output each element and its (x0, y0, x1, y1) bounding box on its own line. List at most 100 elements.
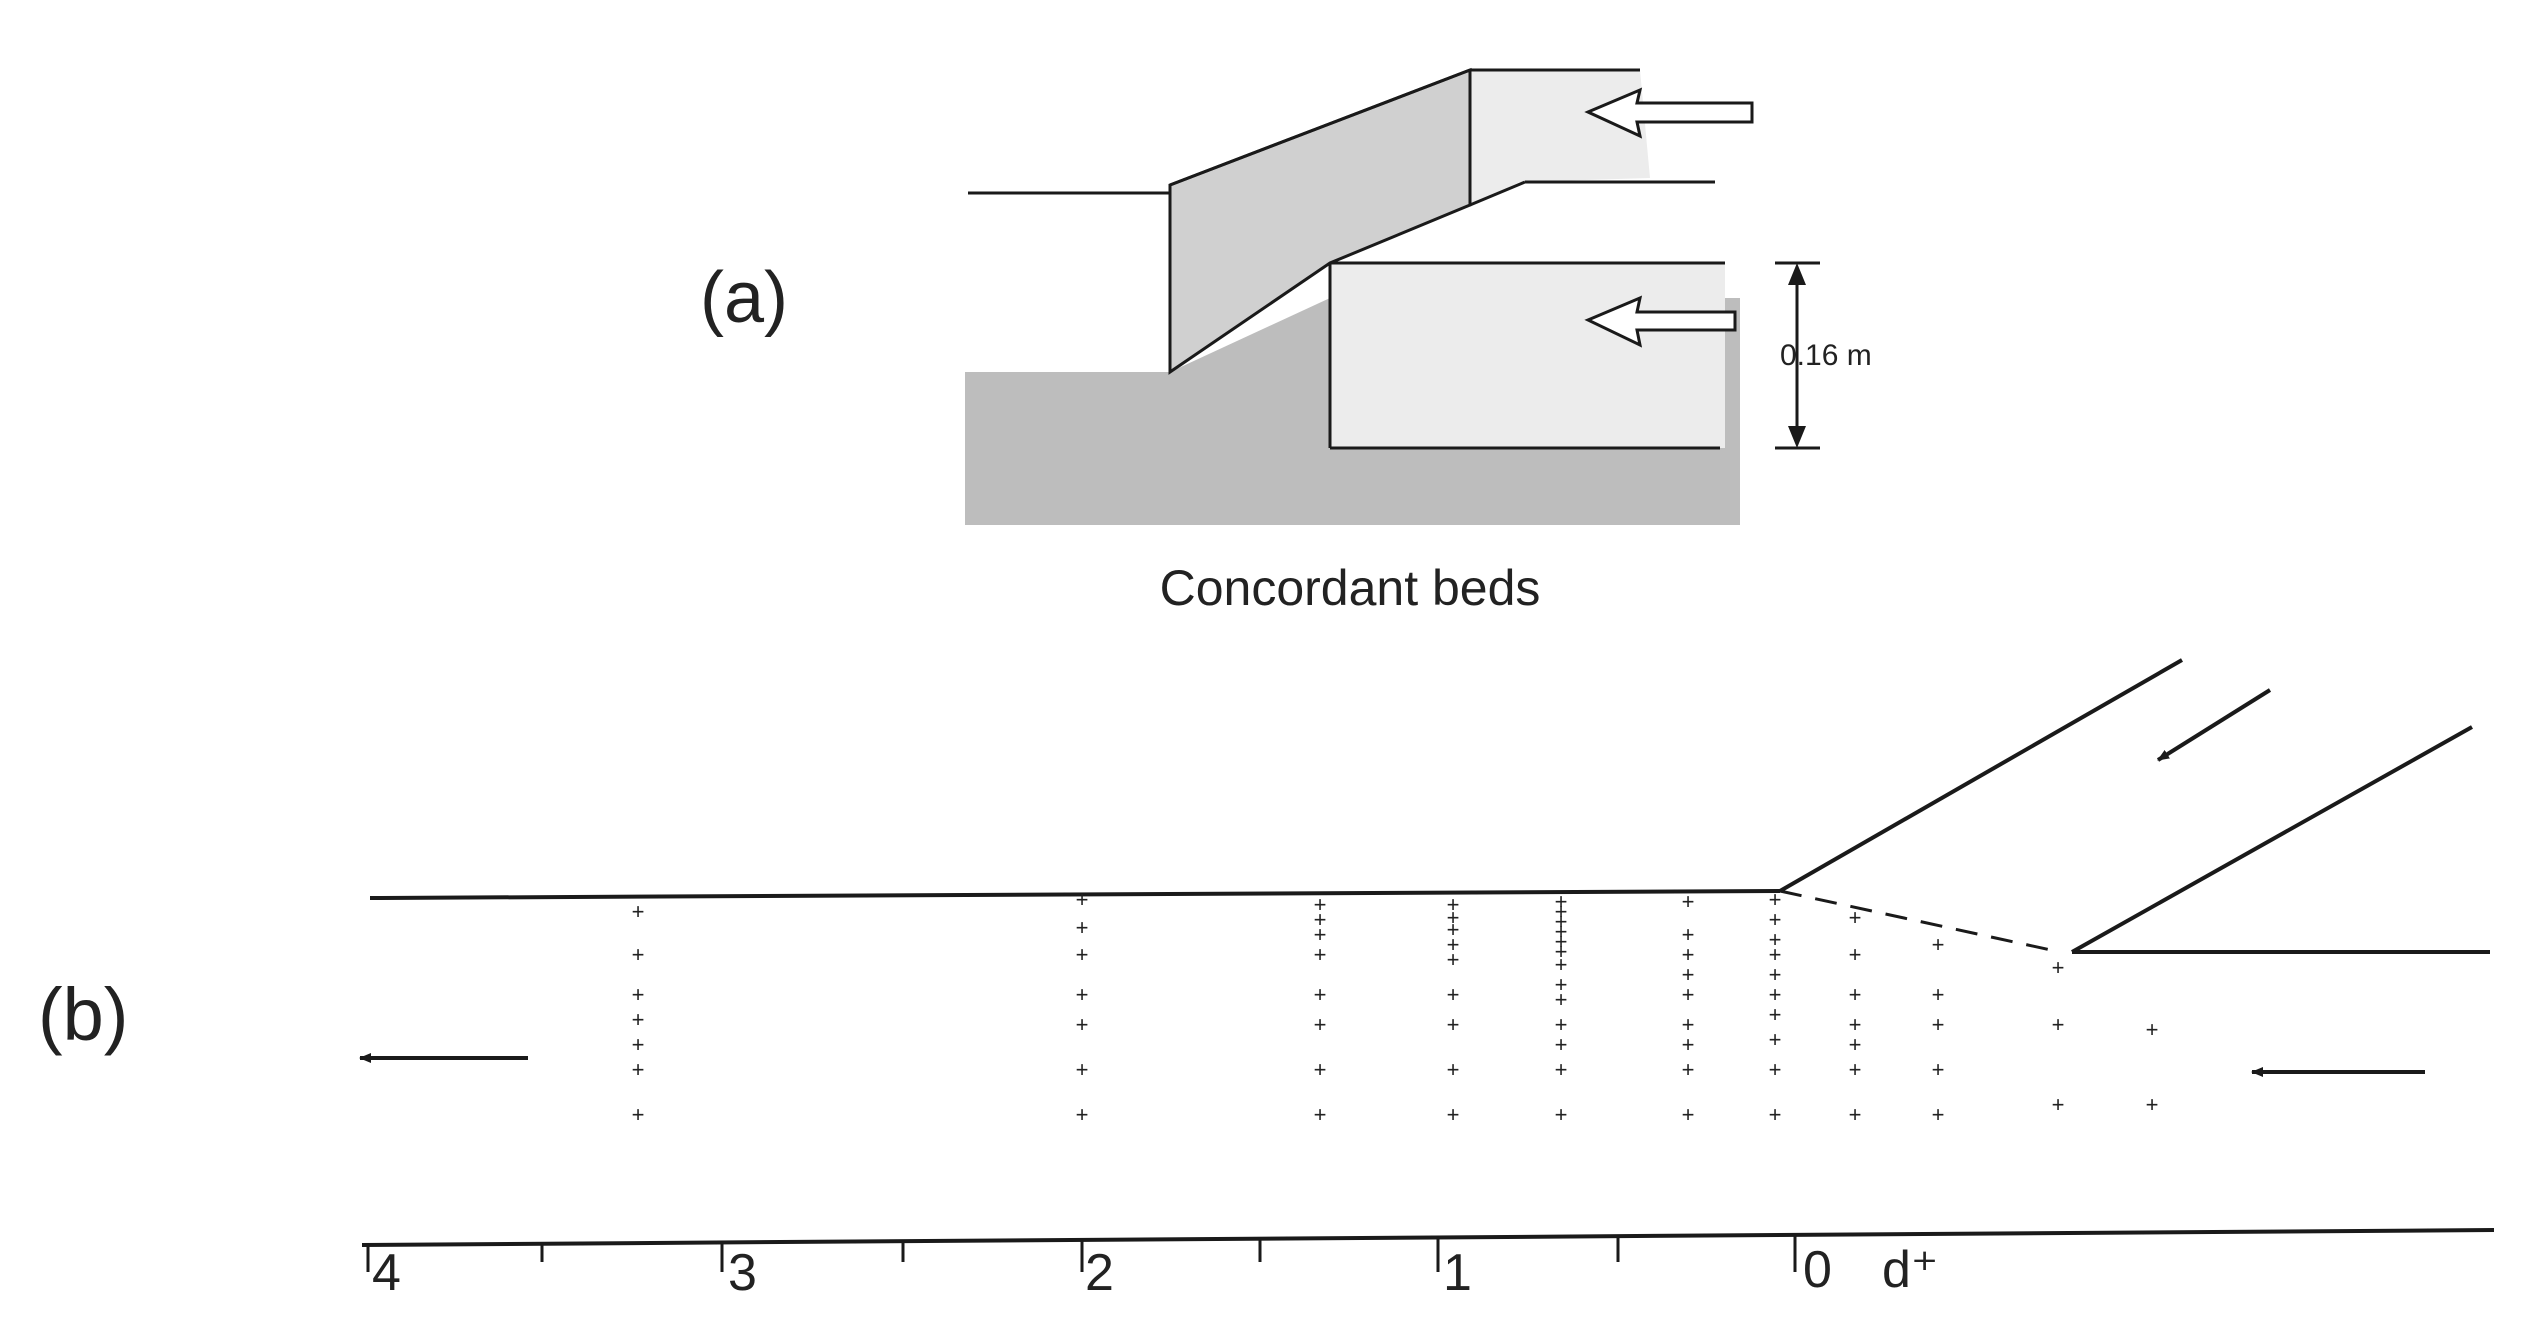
measurement-point: + (2146, 1092, 2159, 1117)
measurement-point: + (1932, 1057, 1945, 1082)
measurement-point: + (1932, 982, 1945, 1007)
measurement-point: + (1314, 1057, 1327, 1082)
channel-walls (361, 658, 2495, 1247)
dimension-label: 0.16 m (1780, 339, 1872, 372)
measurement-point: + (1076, 982, 1089, 1007)
measurement-point: + (1849, 1032, 1862, 1057)
measurement-point: + (1447, 905, 1460, 930)
measurement-point: + (1314, 1102, 1327, 1127)
lower-channel (1330, 263, 1725, 448)
measurement-point: + (1849, 982, 1862, 1007)
measurement-point: + (1076, 1102, 1089, 1127)
panel-a-label: (a) (700, 258, 788, 338)
measurement-point: + (1555, 1032, 1568, 1057)
axis-tick-label-4: 4 (372, 1244, 401, 1302)
measurement-point: + (1849, 1102, 1862, 1127)
axis-tick-label-3: 3 (728, 1244, 757, 1302)
main-channel-bottom-wall (361, 1228, 2495, 1247)
dimension-arrow-down-icon (1788, 426, 1806, 448)
measurement-point: + (1682, 922, 1695, 947)
measurement-point: + (632, 1032, 645, 1057)
measurement-point: + (632, 1057, 645, 1082)
measurement-point: + (1314, 892, 1327, 917)
measurement-point: + (1076, 1012, 1089, 1037)
measurement-point: + (1682, 942, 1695, 967)
measurement-point: + (1076, 1057, 1089, 1082)
measurement-point: + (1447, 982, 1460, 1007)
measurement-point: + (1769, 907, 1782, 932)
axis-unit-label: d⁺ (1882, 1241, 1938, 1299)
measurement-point: + (1555, 889, 1568, 914)
measurement-point: + (1555, 909, 1568, 934)
measurement-point: + (1447, 892, 1460, 917)
measurement-point: + (1769, 942, 1782, 967)
panel-b-label: (b) (38, 973, 128, 1056)
measurement-point: + (632, 1007, 645, 1032)
measurement-point: + (1314, 922, 1327, 947)
measurement-point: + (2052, 955, 2065, 980)
distance-axis (366, 1236, 1797, 1272)
measurement-point: + (1769, 982, 1782, 1007)
measurement-point: + (1555, 972, 1568, 997)
measurement-point: + (1932, 1012, 1945, 1037)
measurement-point: + (1447, 1057, 1460, 1082)
measurement-point: + (632, 942, 645, 967)
tributary-inflow-arrow-icon (2156, 688, 2272, 762)
dimension-arrow-up-icon (1788, 263, 1806, 285)
measurement-point: + (1447, 1012, 1460, 1037)
axis-tick-label-1: 1 (1443, 1244, 1472, 1302)
measurement-point: + (1769, 1102, 1782, 1127)
measurement-point: + (2052, 1092, 2065, 1117)
main-channel-top-wall (369, 889, 1781, 900)
measurement-point: + (2146, 1017, 2159, 1042)
measurement-point: + (1682, 889, 1695, 914)
measurement-points: ++++++++++++++++++++++++++++++++++++++++… (632, 887, 2159, 1127)
measurement-point: + (1682, 1102, 1695, 1127)
measurement-point: + (1849, 1057, 1862, 1082)
measurement-point: + (1555, 899, 1568, 924)
measurement-point: + (1849, 905, 1862, 930)
measurement-point: + (1447, 947, 1460, 972)
measurement-point: + (1555, 987, 1568, 1012)
measurement-point: + (2052, 1012, 2065, 1037)
upper-hollow-arrow-icon (1584, 87, 1754, 139)
measurement-point: + (1682, 1032, 1695, 1057)
measurement-point: + (632, 899, 645, 924)
measurement-point: + (1849, 942, 1862, 967)
panel-b: (b) ++++++++++++++++++++++++++++++++++++… (38, 658, 2495, 1302)
tributary-inner-wall (2071, 725, 2473, 954)
panel-a-outlines (968, 68, 1725, 450)
measurement-point: + (1314, 1012, 1327, 1037)
measurement-point: + (1447, 1102, 1460, 1127)
measurement-point: + (1076, 915, 1089, 940)
measurement-point: + (1555, 939, 1568, 964)
axis-tick-label-0: 0 (1803, 1241, 1832, 1299)
measurement-point: + (1314, 982, 1327, 1007)
measurement-point: + (632, 982, 645, 1007)
measurement-point: + (1555, 952, 1568, 977)
tributary-outer-wall (1779, 658, 2183, 893)
panel-a-caption: Concordant beds (1160, 560, 1541, 616)
measurement-point: + (1682, 982, 1695, 1007)
upper-channel (1470, 70, 1650, 205)
lower-hollow-arrow-icon (1584, 295, 1737, 348)
measurement-point: + (1555, 919, 1568, 944)
measurement-point: + (1849, 1012, 1862, 1037)
measurement-point: + (1682, 962, 1695, 987)
measurement-point: + (632, 1102, 645, 1127)
confluence-dashed-line (1779, 889, 2061, 954)
measurement-point: + (1076, 887, 1089, 912)
measurement-point: + (1682, 1057, 1695, 1082)
measurement-point: + (1076, 942, 1089, 967)
measurement-point: + (1769, 962, 1782, 987)
measurement-point: + (1769, 1027, 1782, 1052)
measurement-point: + (1555, 1057, 1568, 1082)
measurement-point: + (1314, 942, 1327, 967)
dimension-marker (1775, 261, 1820, 450)
measurement-point: + (1682, 1012, 1695, 1037)
measurement-point: + (1769, 1002, 1782, 1027)
measurement-point: + (1447, 932, 1460, 957)
measurement-point: + (1555, 1012, 1568, 1037)
